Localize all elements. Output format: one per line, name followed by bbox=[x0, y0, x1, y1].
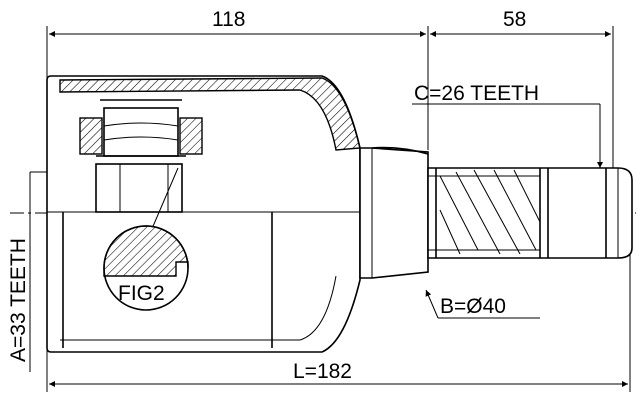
spline-a-label: A=33 TEETH bbox=[7, 238, 30, 362]
splined-shaft bbox=[427, 167, 633, 259]
detail-fig2: FIG2 bbox=[103, 225, 189, 311]
length-l-label: L=182 bbox=[293, 360, 352, 383]
spline-c-label: C=26 TEETH bbox=[414, 82, 539, 105]
stem bbox=[359, 146, 429, 279]
spline-teeth bbox=[439, 169, 541, 255]
dimension-lines bbox=[29, 26, 631, 392]
dim-58-label: 58 bbox=[503, 8, 526, 31]
tripod-roller bbox=[79, 99, 203, 239]
diameter-b-label: B=Ø40 bbox=[440, 295, 506, 318]
detail-label: FIG2 bbox=[118, 282, 165, 305]
dim-118-label: 118 bbox=[212, 8, 245, 31]
